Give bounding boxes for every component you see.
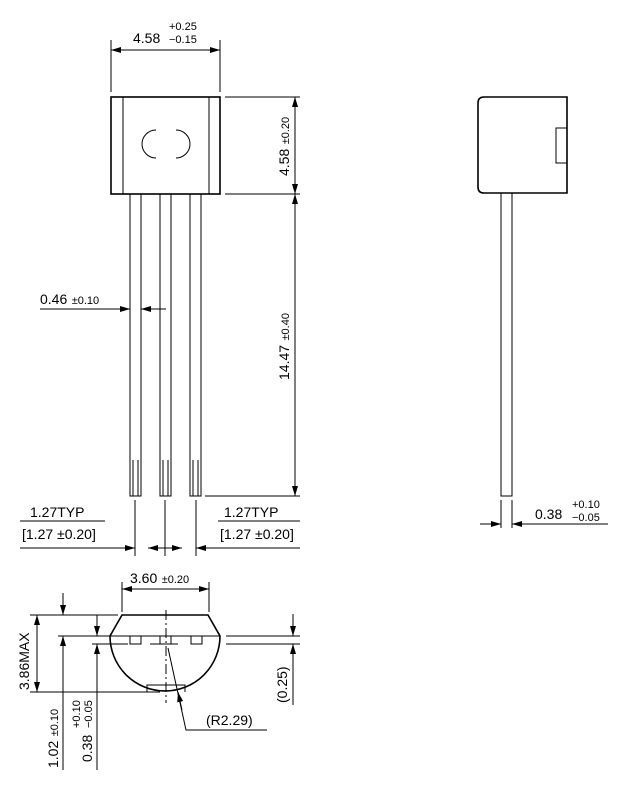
dim-bottom-width: 3.60 ±0.20 — [130, 570, 189, 587]
flat-marker-icon — [141, 129, 191, 159]
leads — [129, 193, 202, 497]
tol-plus: +0.10 — [71, 700, 83, 728]
side-body — [477, 96, 568, 194]
front-body — [110, 96, 221, 195]
dim-pitch-right: 1.27TYP — [224, 504, 278, 520]
dim-pitch-right-bracket: [1.27 ±0.20] — [220, 526, 294, 542]
dim-offset: 1.02 ±0.10 — [45, 709, 62, 768]
dim-radius: (R2.29) — [206, 712, 253, 728]
tol-plus: +0.10 — [572, 499, 600, 511]
dim-width-tol-minus: −0.15 — [169, 34, 197, 46]
dim-side-lead-thickness: 0.38 — [535, 506, 562, 522]
bottom-view: 3.60 ±0.20 3.86MAX 1.02 ±0.10 0.38 +0.10… — [16, 570, 300, 770]
dim-width: 4.58 — [133, 30, 160, 46]
front-view: 4.58 +0.25 −0.15 4.58 ±0.20 14.47 ±0.40 … — [20, 21, 300, 556]
dim-lead-width: 0.46 ±0.10 — [40, 291, 99, 308]
bottom-body — [109, 614, 221, 692]
dim-width-tol-plus: +0.25 — [169, 21, 197, 33]
tol-minus: −0.05 — [83, 700, 95, 728]
dim-gap: (0.25) — [274, 666, 290, 703]
dim-pitch-left-bracket: [1.27 ±0.20] — [22, 526, 96, 542]
side-view: 0.38 +0.10 −0.05 — [477, 96, 608, 528]
dim-bottom-height: 3.86MAX — [16, 632, 32, 690]
dim-pitch-left: 1.27TYP — [30, 504, 84, 520]
tol-minus: −0.05 — [572, 512, 600, 524]
side-lead — [500, 192, 513, 497]
dim-body-height: 4.58 ±0.20 — [276, 117, 293, 176]
dim-lead-length: 14.47 ±0.40 — [276, 313, 293, 380]
dim-bottom-lead-thickness: 0.38 — [79, 735, 95, 762]
